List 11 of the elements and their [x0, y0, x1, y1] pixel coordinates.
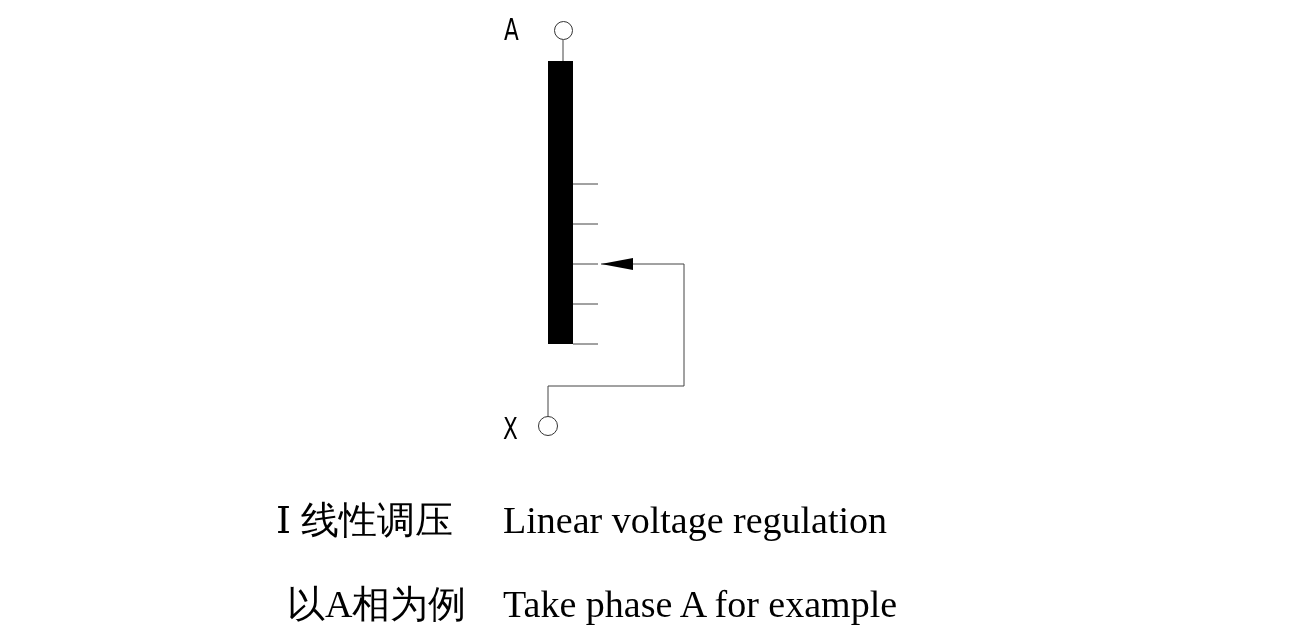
english-caption: Take phase A for example [503, 582, 898, 626]
terminal-circle [538, 416, 558, 436]
terminal-label: X [503, 414, 518, 444]
chinese-caption: Ⅰ 线性调压 [276, 498, 453, 542]
terminal-circle [554, 21, 573, 40]
chinese-caption: 以A相为例 [287, 582, 467, 626]
terminal-label: A [504, 15, 519, 45]
connector-line [562, 39, 564, 62]
english-caption: Linear voltage regulation [503, 498, 888, 542]
tapped-winding-drawing [548, 61, 600, 345]
connector-line [547, 258, 685, 417]
